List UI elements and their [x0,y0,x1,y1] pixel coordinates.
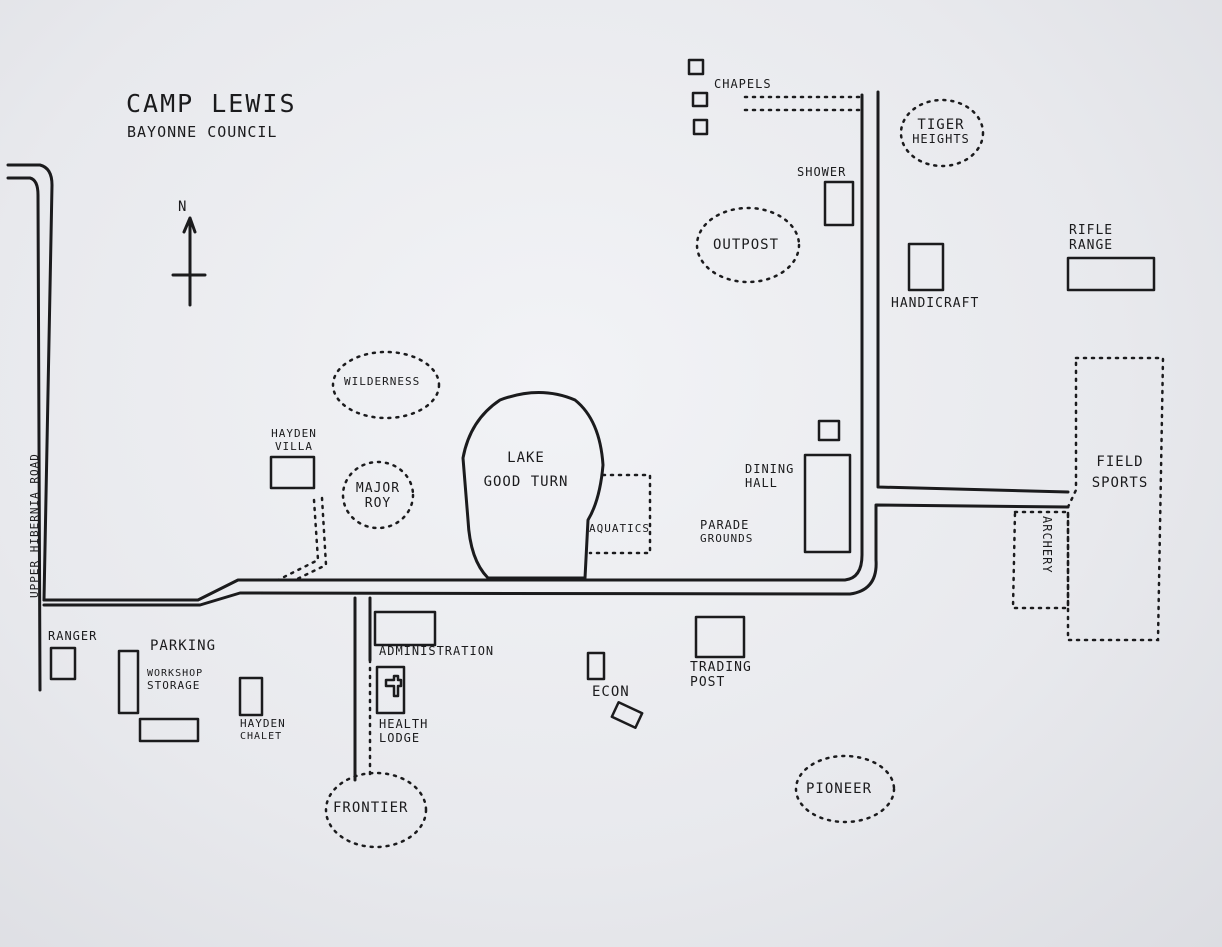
label-chapels: CHAPELS [714,77,772,91]
small-building-dining [817,419,841,442]
label-pioneer: PIONEER [806,781,873,797]
label-rifle-range-line1: RIFLE [1069,223,1114,238]
road-upper-hibernia-outer [6,163,54,602]
label-trading-line2: POST [690,674,726,690]
dining-hall-building [803,453,852,554]
label-field-sports-line1: FIELD [1096,454,1144,470]
rifle-range-building [1066,256,1156,292]
label-shower: SHOWER [797,165,847,179]
map-title: CAMP LEWIS [126,89,297,118]
hayden-villa-building [269,455,316,490]
label-workshop-line1: WORKSHOP [147,668,204,679]
label-workshop-storage: WORKSHOP STORAGE [147,668,203,692]
north-arrow-icon [171,216,207,307]
label-hayden-villa: HAYDEN VILLA [262,427,326,453]
villa-trail-1 [276,498,320,582]
econ-building-1 [586,651,606,681]
label-parade-line2: GROUNDS [700,531,754,545]
parking-building [138,717,200,743]
ranger-building [49,646,77,681]
label-health-line2: LODGE [379,730,421,745]
pioneer-boundary [794,754,896,824]
label-lake-line2: GOOD TURN [483,474,569,491]
road-upper-hibernia-inner [6,176,42,692]
wilderness-boundary [331,350,441,420]
workshop-storage-building [117,649,140,715]
label-major-roy: MAJOR ROY [345,481,411,512]
label-health-line1: HEALTH [379,717,429,731]
road-main-south [42,503,1070,607]
label-econ: ECON [592,684,630,700]
label-major-roy-line2: ROY [364,495,392,511]
label-archery: ARCHERY [1040,516,1054,574]
villa-trail-2 [293,496,328,582]
label-ranger: RANGER [48,629,98,643]
econ-building-2 [610,701,644,729]
handicraft-building [907,242,945,292]
road-name-label: UPPER HIBERNIA ROAD [28,453,41,598]
administration-building [373,610,437,647]
health-cross-icon [384,674,403,698]
label-dining-hall-line2: HALL [745,475,778,490]
aquatics-area [588,473,652,555]
label-outpost: OUTPOST [713,237,780,253]
label-lake-line1: LAKE [507,450,545,466]
label-hayden-chalet-line2: CHALET [240,730,283,742]
shower-building [823,180,855,227]
label-trading-line1: TRADING [690,660,752,675]
road-east [876,90,1070,494]
label-dining-hall-line1: DINING [745,462,795,476]
label-lake-good-turn: LAKE GOOD TURN [468,450,584,490]
label-tiger-heights: TIGER HEIGHTS [903,117,979,147]
north-label: N [178,199,188,215]
label-workshop-line2: STORAGE [147,678,201,692]
label-hayden-chalet-line1: HAYDEN [240,717,286,730]
frontier-boundary [324,771,428,849]
label-rifle-range: RIFLE RANGE [1069,223,1114,254]
label-frontier: FRONTIER [333,800,409,816]
hayden-chalet-building [238,676,264,717]
label-dining-hall: DINING HALL [745,462,795,491]
label-parking: PARKING [150,638,217,654]
label-health-lodge: HEALTH LODGE [379,717,429,746]
chapel-building-1 [687,58,705,76]
label-hayden-villa-line2: VILLA [274,439,314,453]
chapel-building-3 [692,118,709,136]
label-major-roy-line1: MAJOR [355,481,401,496]
label-field-sports: FIELD SPORTS [1082,454,1158,491]
label-trading-post: TRADING POST [690,660,752,691]
label-handicraft: HANDICRAFT [891,296,980,311]
label-field-sports-line2: SPORTS [1091,475,1149,492]
outpost-boundary [695,206,801,284]
label-aquatics: AQUATICS [589,522,650,535]
trading-post-building [694,615,746,659]
label-parade-line1: PARADE [700,518,750,532]
chapel-building-2 [691,91,709,108]
map-subtitle: BAYONNE COUNCIL [127,123,278,141]
label-parade-grounds: PARADE GROUNDS [700,518,754,545]
label-wilderness: WILDERNESS [344,375,421,388]
road-main-north [42,93,864,602]
field-sports-area [1066,356,1165,642]
label-rifle-range-line2: RANGE [1069,237,1114,253]
lake-good-turn [461,391,605,580]
label-tiger-heights-line2: HEIGHTS [912,132,970,147]
label-hayden-villa-line1: HAYDEN [271,427,317,440]
major-roy-boundary [341,460,415,530]
tiger-heights-boundary [899,98,985,168]
label-hayden-chalet: HAYDEN CHALET [240,717,286,742]
label-tiger-heights-line1: TIGER [917,117,965,133]
health-lodge-building [375,665,406,715]
label-administration: ADMINISTRATION [379,644,495,658]
